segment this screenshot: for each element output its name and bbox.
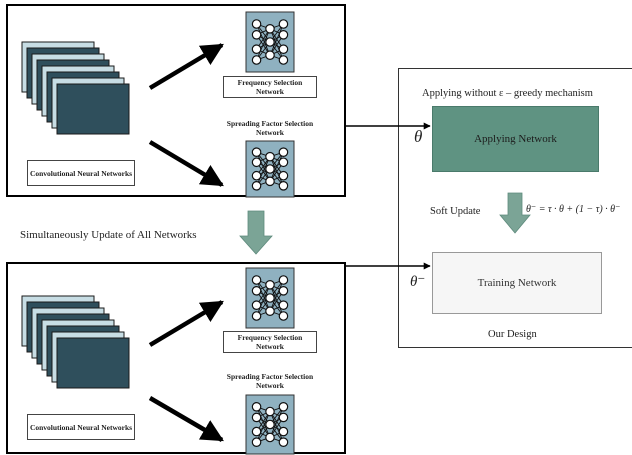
cnn-bottom-layer-8 <box>56 337 130 389</box>
freq-network-label-top: Frequency Selection Network <box>223 76 317 98</box>
soft-update-arrow <box>499 192 531 234</box>
soft-update-label: Soft Update <box>430 206 481 217</box>
soft-update-formula: θ⁻ = τ · θ + (1 − τ) · θ⁻ <box>526 204 621 215</box>
sf-network-icon-bottom <box>245 394 295 455</box>
theta-symbol: θ <box>414 127 423 146</box>
training-network-box: Training Network <box>432 252 602 314</box>
applying-caption: Applying without ε – greedy mechanism <box>422 88 593 99</box>
sf-network-icon-top <box>245 140 295 198</box>
our-design-label: Our Design <box>488 329 537 340</box>
update-arrow <box>239 210 273 255</box>
freq-network-label-bottom: Frequency Selection Network <box>223 331 317 353</box>
sf-network-label-bottom: Spreading Factor Selection Network <box>223 370 317 392</box>
applying-network-box: Applying Network <box>432 106 599 172</box>
cnn-label-top: Convolutional Neural Networks <box>27 160 135 186</box>
cnn-layer-stack-top <box>21 41 130 135</box>
theta-minus-symbol: θ⁻ <box>410 274 426 290</box>
update-label: Simultaneously Update of All Networks <box>20 229 197 241</box>
cnn-label-bottom: Convolutional Neural Networks <box>27 414 135 440</box>
cnn-layer-stack-bottom <box>21 295 130 389</box>
arrow-to-freq-network-bottom <box>148 300 224 347</box>
arrow-to-sf-network-top <box>148 140 224 187</box>
arrow-to-freq-network-top <box>148 43 224 90</box>
cnn-top-layer-8 <box>56 83 130 135</box>
freq-network-icon-top <box>245 11 295 73</box>
freq-network-icon-bottom <box>245 267 295 329</box>
sf-network-label-top: Spreading Factor Selection Network <box>223 117 317 139</box>
arrow-to-sf-network-bottom <box>148 396 224 442</box>
